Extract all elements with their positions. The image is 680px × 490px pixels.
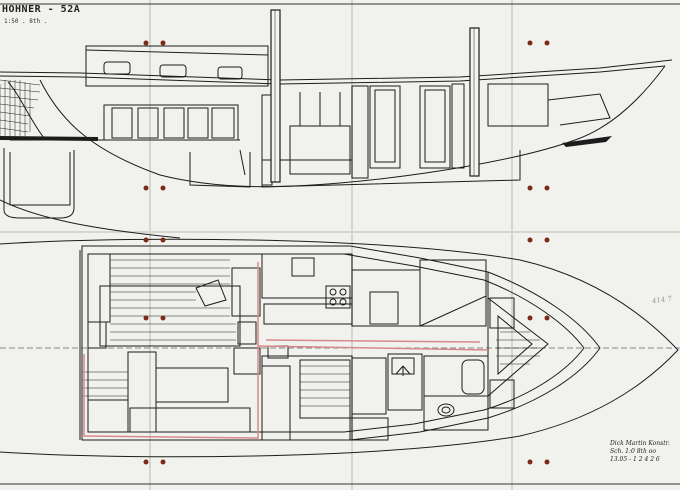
drawing-title: HOHNER - 52A <box>2 4 81 15</box>
side-profile-view <box>0 45 673 239</box>
stamp-line: 13.05 - 1 2 4 2 6 <box>610 456 660 463</box>
drawing-scale-note: 1:50 . 8th . <box>4 18 48 25</box>
punch-holes <box>143 40 550 465</box>
designer-stamp: Dick Martin Konstr. Sch. 1:0 8th oo 13.0… <box>610 440 680 464</box>
floor-planking <box>82 259 540 407</box>
masts <box>270 9 480 183</box>
plan-view <box>0 238 680 458</box>
stern-hatching <box>0 79 41 140</box>
boot-stripe <box>0 136 612 147</box>
red-pencil-marks <box>81 262 489 439</box>
stamp-line: Dick Martin Konstr. <box>610 440 670 447</box>
stamp-line: Sch. 1:0 8th oo <box>610 448 656 455</box>
